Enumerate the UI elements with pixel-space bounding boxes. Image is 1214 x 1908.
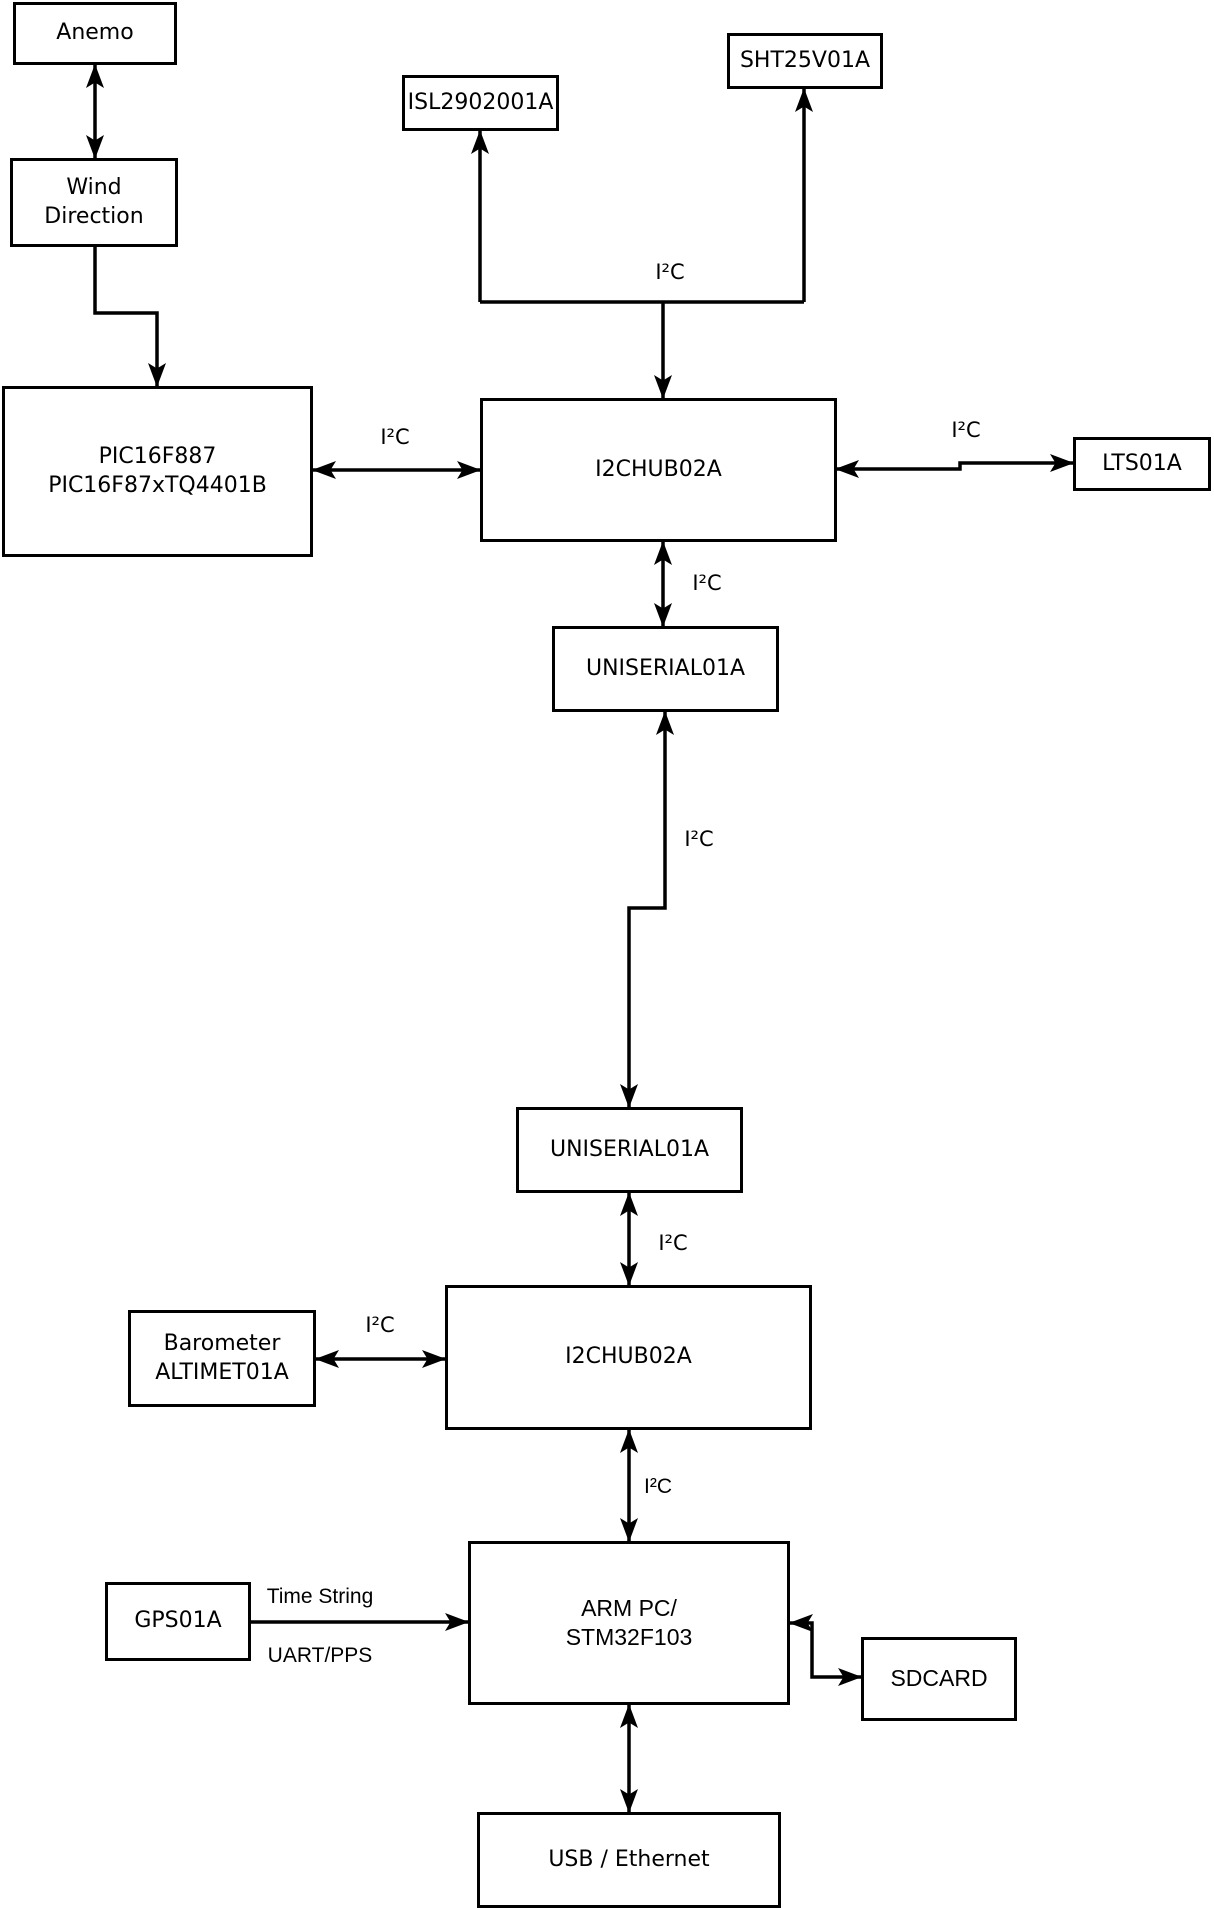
node-i2chub02a-bottom-label: I2CHUB02A <box>565 1344 692 1370</box>
node-gps01a-label: GPS01A <box>134 1608 222 1634</box>
node-usb-ethernet: USB / Ethernet <box>477 1812 781 1908</box>
edge-uniserial1-uniserial2 <box>620 711 674 1108</box>
node-barometer-altimet01a: Barometer ALTIMET01A <box>128 1310 316 1407</box>
edge-label-i2c-hub-uniserial: I²C <box>692 571 722 595</box>
node-isl2902001a-label: ISL2902001A <box>407 89 554 115</box>
node-uniserial01a-top: UNISERIAL01A <box>552 626 779 712</box>
node-pic16f887: PIC16F887 PIC16F87xTQ4401B <box>2 386 313 557</box>
edge-arm-sdcard <box>789 1614 862 1686</box>
edge-hub1-lts <box>835 454 1074 478</box>
node-anemo: Anemo <box>13 2 177 65</box>
edge-label-i2c-sensor-bus: I²C <box>655 260 685 284</box>
node-wind-direction-label-1: Wind <box>66 175 122 201</box>
node-lts01a: LTS01A <box>1073 437 1211 491</box>
node-gps01a: GPS01A <box>105 1582 251 1661</box>
edge-label-i2c-uniserial-link: I²C <box>684 827 714 851</box>
edge-label-time-string: Time String <box>266 1585 374 1608</box>
node-i2chub02a-top: I2CHUB02A <box>480 398 837 542</box>
node-sht25v01a-label: SHT25V01A <box>739 47 871 73</box>
node-i2chub02a-top-label: I2CHUB02A <box>595 456 722 482</box>
node-isl2902001a: ISL2902001A <box>402 75 559 131</box>
node-uniserial01a-top-label: UNISERIAL01A <box>585 655 746 681</box>
node-barometer-label-1: Barometer <box>163 1331 281 1357</box>
node-pic16f887-label-1: PIC16F887 <box>98 444 217 470</box>
edge-label-uart-pps: UART/PPS <box>267 1644 373 1667</box>
node-sdcard-label: SDCARD <box>890 1665 988 1692</box>
edge-label-i2c-uniserial-hub2: I²C <box>658 1231 688 1255</box>
node-arm-pc-label-1: ARM PC/ <box>581 1594 677 1621</box>
node-uniserial01a-bottom: UNISERIAL01A <box>516 1107 743 1193</box>
node-pic16f887-label-2: PIC16F87xTQ4401B <box>48 472 267 498</box>
node-arm-pc-label-2: STM32F103 <box>565 1624 693 1650</box>
edge-wind-pic <box>93 247 166 387</box>
node-anemo-label: Anemo <box>56 20 134 46</box>
node-wind-direction-label-2: Direction <box>44 203 144 229</box>
edge-label-i2c-pic-hub: I²C <box>380 425 410 449</box>
node-sht25v01a: SHT25V01A <box>727 33 883 89</box>
node-barometer-label-2: ALTIMET01A <box>155 1359 289 1385</box>
edge-label-i2c-barometer-hub2: I²C <box>365 1313 395 1337</box>
node-sdcard: SDCARD <box>861 1637 1017 1721</box>
node-lts01a-label: LTS01A <box>1102 450 1182 476</box>
edge-label-i2c-hub-lts: I²C <box>951 418 981 442</box>
node-wind-direction: Wind Direction <box>10 158 178 247</box>
edge-label-i2c-hub2-arm: I²C <box>644 1475 672 1498</box>
node-usb-ethernet-label: USB / Ethernet <box>548 1846 710 1872</box>
node-uniserial01a-bottom-label: UNISERIAL01A <box>549 1136 710 1162</box>
node-arm-pc-stm32f103: ARM PC/ STM32F103 <box>468 1541 790 1705</box>
node-i2chub02a-bottom: I2CHUB02A <box>445 1285 812 1430</box>
